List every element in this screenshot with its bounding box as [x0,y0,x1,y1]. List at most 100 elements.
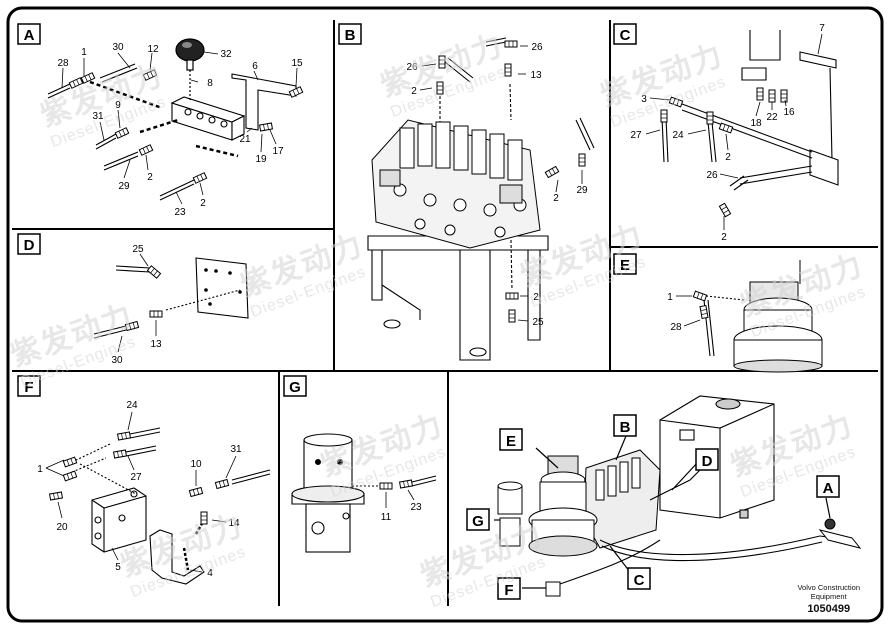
hoses-c [661,117,749,191]
hoses-b [439,37,595,291]
overview-labels: E B D A G C F [466,414,840,600]
callout: 1 [37,464,43,475]
leaders-c [645,33,823,230]
swivel-joint [291,433,365,553]
callouts-e: 1 28 [667,292,682,333]
callouts-b: 26 26 13 2 2 29 2 25 [406,42,588,328]
callout: 3 [641,94,647,105]
callout: 27 [630,130,642,141]
panel-c: C [613,23,839,243]
valve-stand [367,235,549,361]
callout: 2 [553,193,559,204]
callout: 1 [667,292,673,303]
swivel-overview [497,481,523,547]
manifold-block [170,96,246,141]
swing-motor-overview [528,455,598,557]
callout: 29 [118,181,130,192]
overview-label-e: E [506,433,516,450]
swing-motor [733,260,823,373]
leaders-f [45,411,237,573]
panel-a: A [17,23,304,218]
callout: 9 [115,100,121,111]
callout: 29 [576,185,588,196]
callout: 2 [721,232,727,243]
callout: 8 [207,78,213,89]
panel-f: F [17,375,271,585]
hoses-d [93,265,241,339]
callout: 15 [291,58,303,69]
control-valve [371,119,541,249]
callout: 2 [411,86,417,97]
hoses-g [352,475,437,487]
leaders-a [61,51,298,205]
overview-label-b: B [620,419,631,436]
callout: 31 [230,444,242,455]
panel-dividers [12,20,878,606]
callout: 32 [220,49,232,60]
fittings-d [124,265,163,331]
leaders-e [676,295,701,327]
plate-holes [204,268,242,306]
callouts-g: 11 23 [381,502,422,523]
overview-machine: E B D A G C F [466,395,862,600]
leaders-d [117,253,157,353]
callouts-a: 1 30 12 32 28 8 6 15 9 31 21 29 2 19 17 … [57,42,303,218]
brand-line-1: Volvo Construction [797,583,860,592]
callout: 30 [112,42,124,53]
callout: 28 [670,322,682,333]
overview-label-d: D [702,453,713,470]
panel-e-letter: E [620,257,630,274]
callouts-f: 24 1 27 10 31 20 14 5 4 [37,400,242,579]
callout: 30 [111,355,123,366]
overview-label-c: C [634,572,645,589]
callout: 5 [115,562,121,573]
callout: 17 [272,146,284,157]
callout: 24 [672,130,684,141]
valve-block-f [91,487,147,553]
callout: 22 [766,112,778,123]
callout: 13 [530,70,542,81]
panel-c-letter: C [620,27,631,44]
tank-frame-c [681,30,839,186]
drawing-footer: Volvo Construction Equipment 1050499 [797,583,860,615]
panel-f-letter: F [24,379,33,396]
callout: 24 [126,400,138,411]
manifold-overview [818,518,862,549]
overview-label-g: G [472,513,484,530]
hoses-a [47,63,239,201]
callouts-d: 25 13 30 [111,244,162,366]
callout: 2 [147,172,153,183]
callouts-c: 7 3 22 16 18 27 24 2 26 2 [630,23,825,243]
callout: 26 [531,42,543,53]
overview-leaders [494,435,831,589]
overview-label-a: A [823,480,834,497]
fittings-g [379,479,413,490]
callout: 14 [228,518,240,529]
control-valve-overview [583,449,661,549]
callout: 4 [207,568,213,579]
callout: 18 [750,118,762,129]
accumulator [175,38,205,100]
callout: 19 [255,154,267,165]
panel-b: B [338,23,595,361]
callout: 25 [132,244,144,255]
mounting-plate [195,257,249,319]
callout: 27 [130,472,142,483]
hoses-f [71,427,271,571]
leaders-g [385,489,415,508]
callout: 28 [57,58,69,69]
fittings-c [660,87,788,218]
callout: 23 [174,207,186,218]
callout: 23 [410,502,422,513]
panel-f-part-overview [545,581,561,597]
callout: 11 [381,512,392,523]
callout: 1 [81,47,87,58]
callout: 25 [532,317,544,328]
panel-d: D 25 13 30 [17,233,249,366]
callout: 2 [725,152,731,163]
callout: 31 [92,111,104,122]
fittings-e [692,290,709,319]
panel-e: E 1 28 [613,253,823,373]
overview-label-f: F [504,582,513,599]
